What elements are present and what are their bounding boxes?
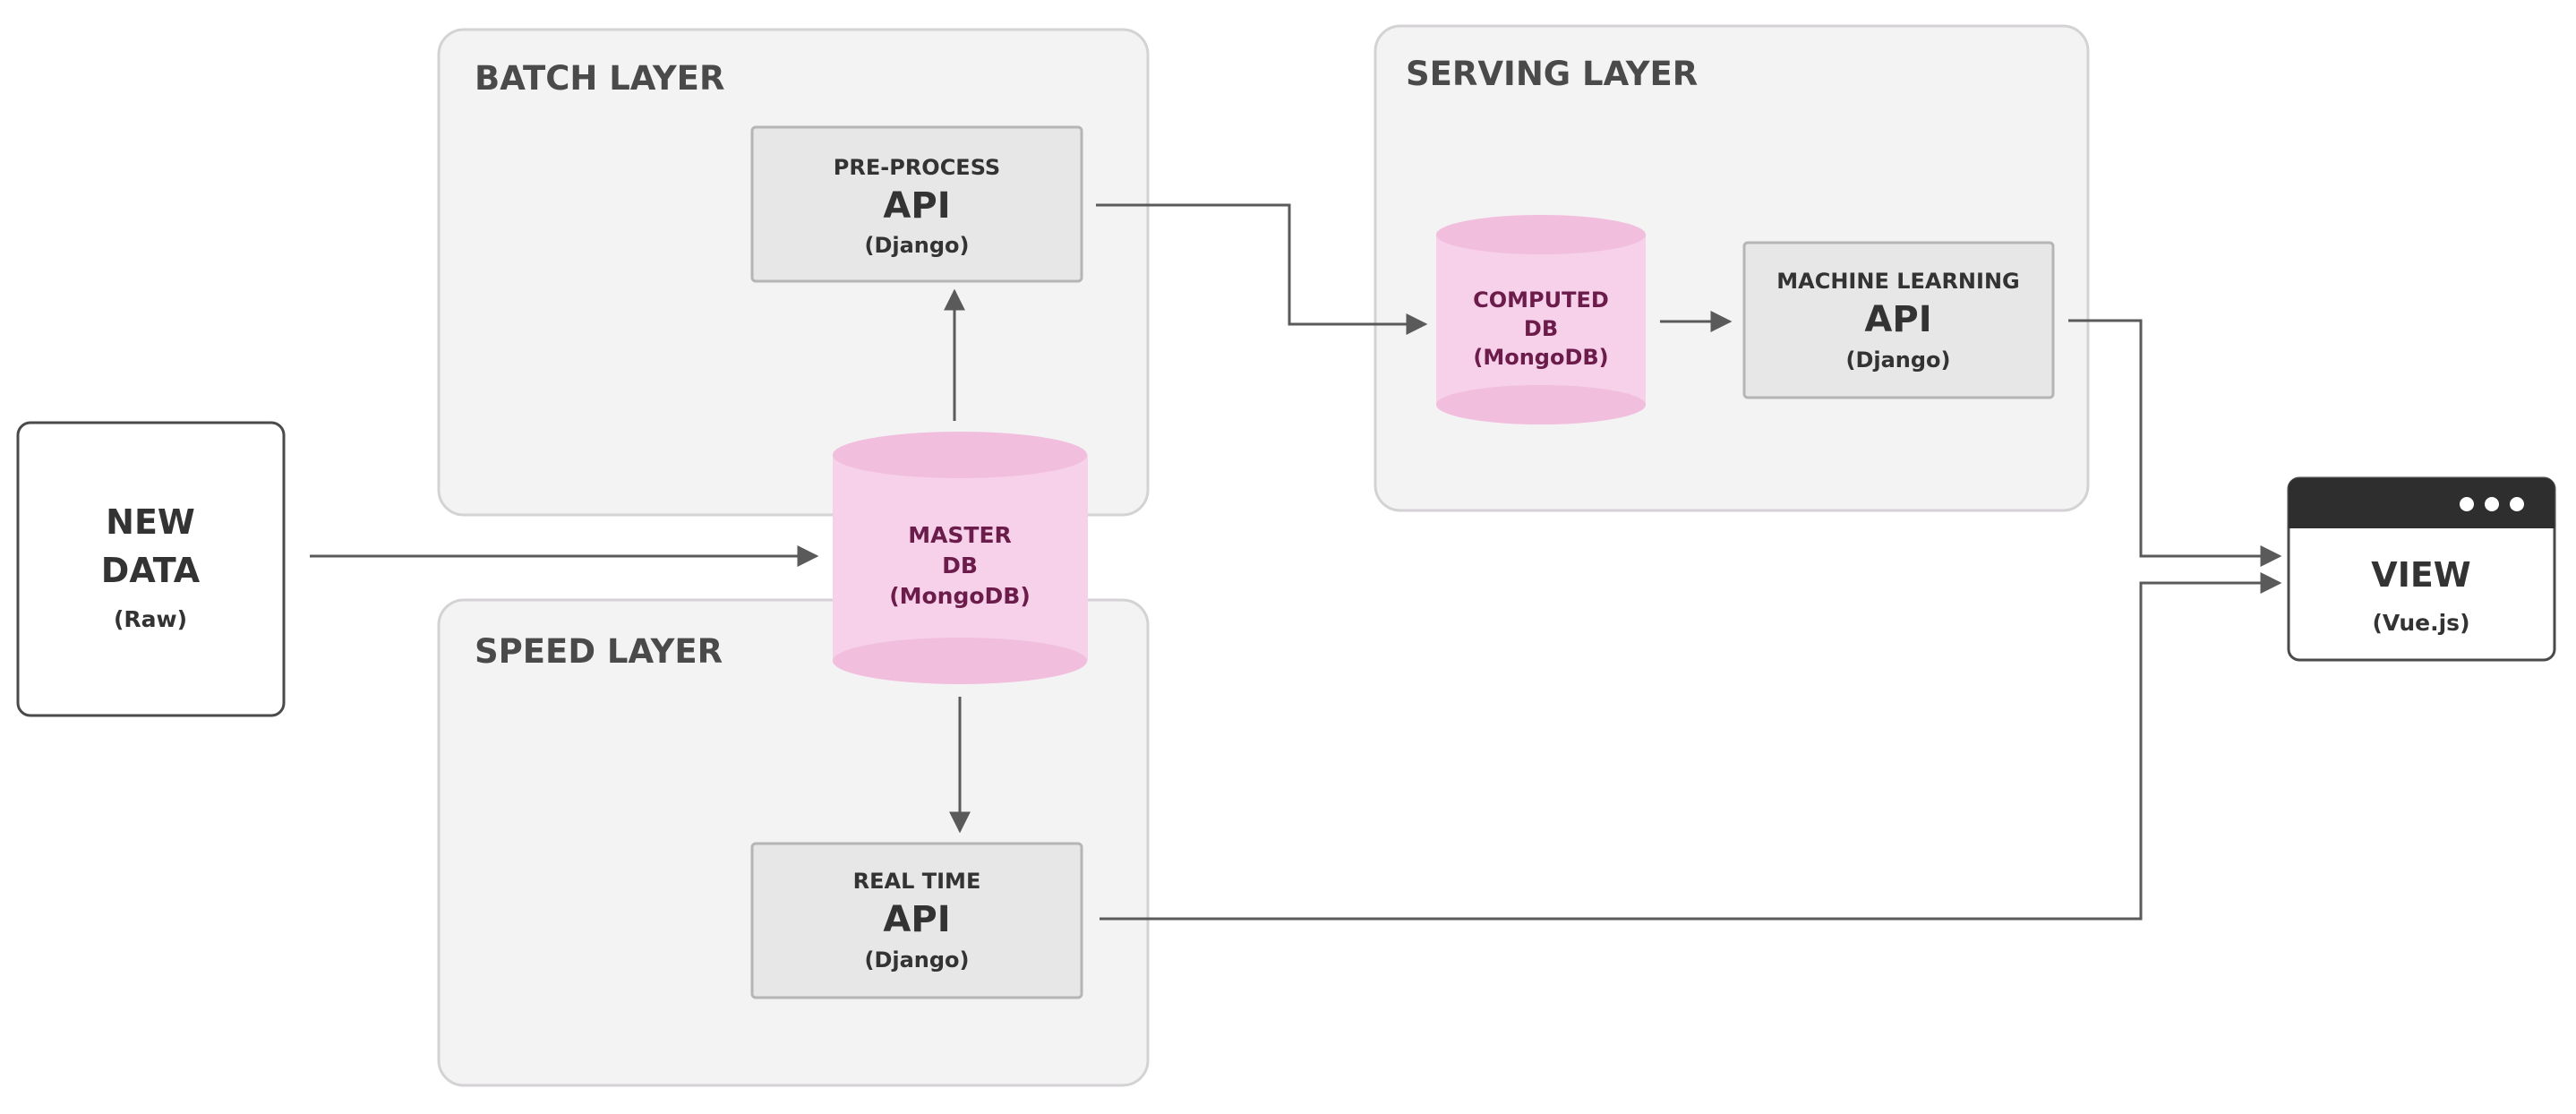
ml-api-sub: (Django): [1845, 347, 1950, 373]
computed-db-line2: DB: [1524, 316, 1558, 341]
new-data-line1: NEW: [106, 502, 195, 542]
arrow-realtime-to-view: [1100, 572, 2282, 921]
batch-layer-title: BATCH LAYER: [475, 59, 724, 98]
computed-db-line1: COMPUTED: [1473, 287, 1609, 313]
master-db-cylinder: MASTER DB (MongoDB): [833, 432, 1088, 684]
computed-db-line3: (MongoDB): [1473, 345, 1608, 370]
preprocess-api-main: API: [883, 185, 950, 227]
new-data-box: NEW DATA (Raw): [16, 421, 286, 717]
browser-window-icon: [2460, 497, 2524, 511]
realtime-api-main: API: [883, 899, 950, 940]
ml-api-top: MACHINE LEARNING: [1776, 269, 2019, 294]
realtime-api-sub: (Django): [864, 947, 969, 973]
view-window: VIEW (Vue.js): [2287, 476, 2556, 662]
master-db-line1: MASTER: [908, 522, 1012, 548]
view-subtitle: (Vue.js): [2372, 610, 2469, 636]
arrow-preprocess-to-computed: [1096, 203, 1428, 335]
new-data-subtitle: (Raw): [114, 606, 187, 632]
computed-db-cylinder: COMPUTED DB (MongoDB): [1436, 215, 1646, 424]
preprocess-api-sub: (Django): [864, 233, 969, 258]
preprocess-api-top: PRE-PROCESS: [834, 155, 1000, 180]
speed-layer-title: SPEED LAYER: [475, 632, 723, 671]
preprocess-api-box: PRE-PROCESS API (Django): [750, 125, 1083, 283]
arrow-ml-to-view: [2068, 319, 2282, 567]
realtime-api-top: REAL TIME: [853, 869, 981, 894]
connectors: [310, 203, 2282, 921]
serving-layer-title: SERVING LAYER: [1406, 55, 1698, 93]
new-data-line2: DATA: [101, 551, 201, 590]
ml-api-main: API: [1864, 299, 1931, 340]
ml-api-box: MACHINE LEARNING API (Django): [1742, 241, 2055, 399]
master-db-line2: DB: [942, 553, 978, 578]
master-db-line3: (MongoDB): [889, 583, 1031, 609]
view-title: VIEW: [2371, 555, 2470, 595]
realtime-api-box: REAL TIME API (Django): [750, 842, 1083, 999]
